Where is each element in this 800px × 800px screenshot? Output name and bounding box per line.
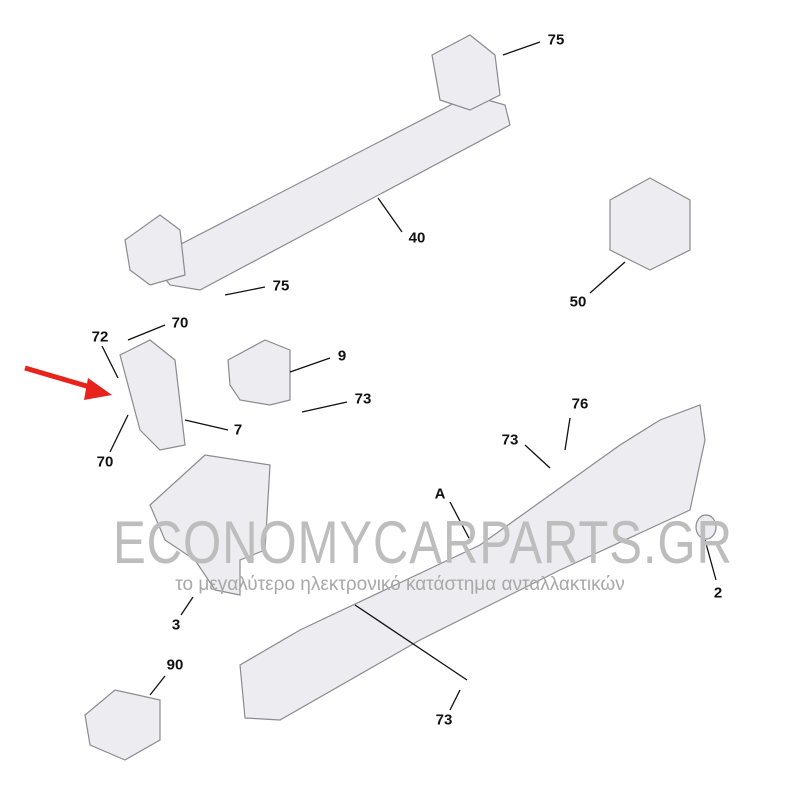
callout-90: 90 <box>166 656 184 674</box>
callout-3: 3 <box>171 616 181 634</box>
callout-73: 73 <box>501 431 519 449</box>
part-40-bracket-right[interactable] <box>431 34 501 111</box>
callout-73: 73 <box>435 711 453 729</box>
callout-70: 70 <box>96 453 114 471</box>
callout-9: 9 <box>337 347 347 365</box>
part-50-kit[interactable] <box>609 177 691 271</box>
callout-75: 75 <box>272 277 290 295</box>
watermark-tagline: το μεγαλύτερο ηλεκτρονικό κατάστημα αντα… <box>175 574 625 595</box>
callout-76: 76 <box>571 395 589 413</box>
leader-lines <box>101 41 717 711</box>
part-40-bracket-left[interactable] <box>124 214 186 286</box>
callout-72: 72 <box>91 328 109 346</box>
part-2-cap[interactable] <box>695 514 717 540</box>
red-arrow-icon <box>24 365 112 400</box>
part-3-corner[interactable] <box>149 454 271 596</box>
part-9-bracket[interactable] <box>227 339 291 406</box>
part-7-bracket[interactable] <box>119 339 186 451</box>
callout-7: 7 <box>233 421 243 439</box>
part-A-bumper[interactable] <box>239 404 706 721</box>
callout-70: 70 <box>171 314 189 332</box>
callout-A: A <box>434 485 446 503</box>
callout-75: 75 <box>547 31 565 49</box>
part-40-crossbar[interactable] <box>149 94 511 291</box>
callout-50: 50 <box>569 293 587 311</box>
callout-40: 40 <box>408 229 426 247</box>
part-90-kit[interactable] <box>84 689 161 761</box>
callout-2: 2 <box>713 584 723 602</box>
watermark-brand: ECONOMYCARPARTS.GR <box>113 509 733 576</box>
callout-73: 73 <box>354 390 372 408</box>
